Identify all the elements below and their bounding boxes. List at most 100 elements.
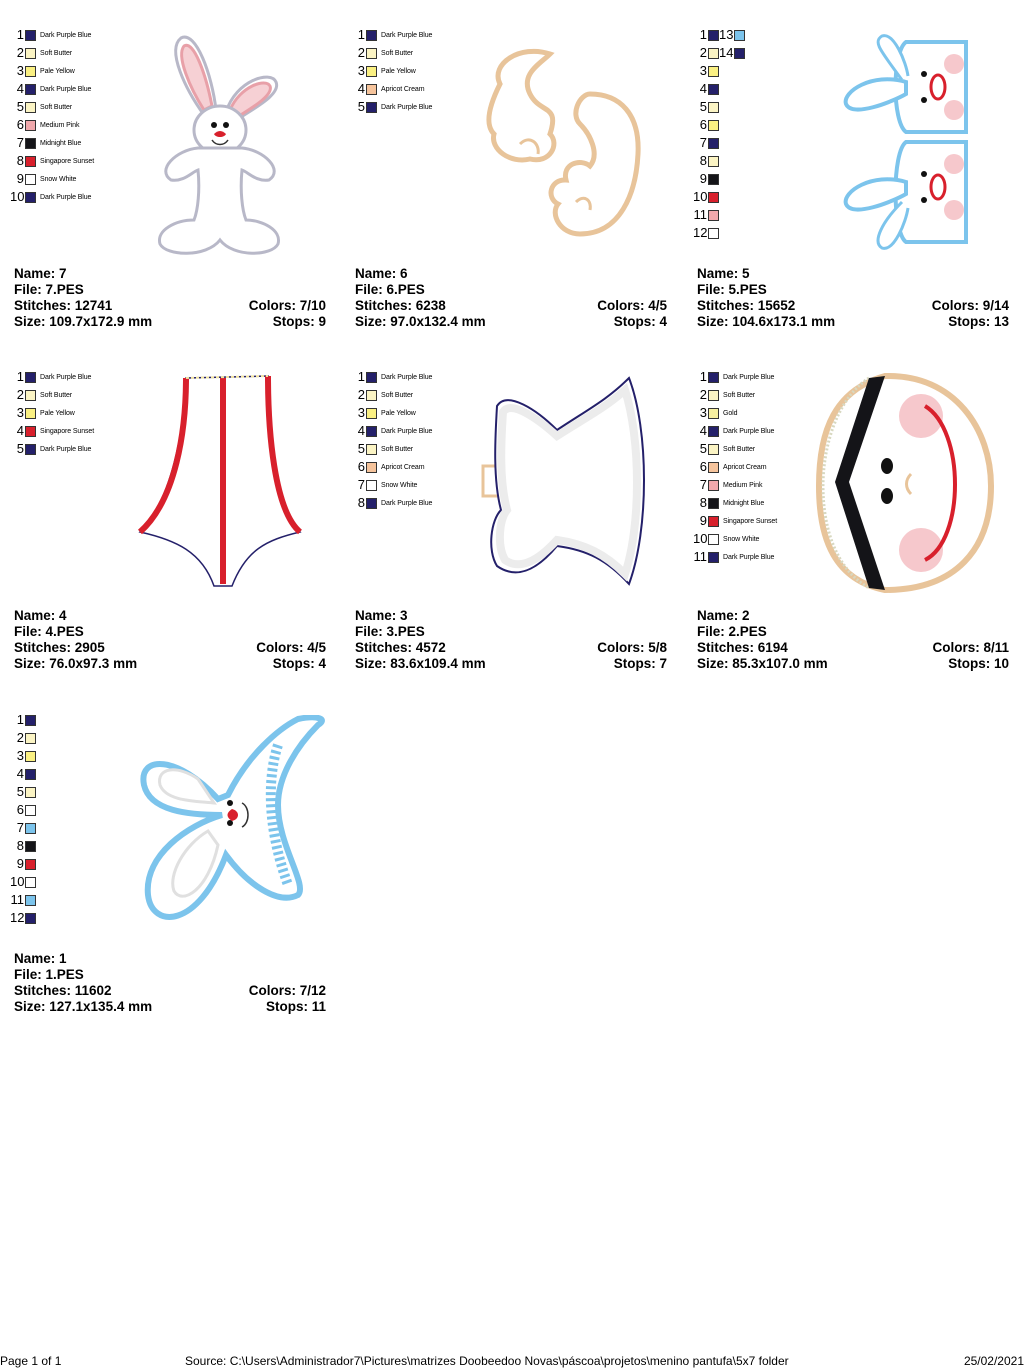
- thread-row: 13: [719, 26, 745, 44]
- thread-number: 5: [357, 99, 365, 114]
- thread-swatch: [25, 443, 36, 455]
- thread-number: 9: [699, 171, 707, 186]
- thread-number: 11: [10, 892, 25, 907]
- thread-swatch: [366, 29, 377, 41]
- thread-swatch: [708, 83, 719, 95]
- page-number: Page 1 of 1: [0, 1354, 62, 1368]
- thread-number: 2: [16, 730, 24, 745]
- design-preview-bunny-slipper: [140, 715, 325, 920]
- thread-swatch: [25, 786, 36, 798]
- design-stops: Stops: 9: [272, 314, 326, 329]
- thread-swatch: [25, 137, 36, 149]
- thread-row: 2 Soft Butter: [351, 386, 432, 404]
- thread-name: Snow White: [381, 481, 418, 489]
- design-name: Name: 3: [355, 608, 408, 623]
- thread-number: 3: [357, 405, 365, 420]
- thread-number: 2: [357, 387, 365, 402]
- design-name: Name: 1: [14, 951, 67, 966]
- thread-swatch: [25, 425, 36, 437]
- thread-swatch: [708, 47, 719, 59]
- thread-swatch: [708, 461, 719, 473]
- design-file: File: 7.PES: [14, 282, 84, 297]
- thread-row: 8: [693, 152, 719, 170]
- thread-row: 8: [10, 837, 36, 855]
- design-colors: Colors: 4/5: [256, 640, 326, 655]
- thread-number: 8: [699, 495, 707, 510]
- thread-row: 3: [10, 747, 36, 765]
- thread-number: 2: [699, 45, 707, 60]
- thread-swatch: [708, 29, 719, 41]
- thread-name: Singapore Sunset: [40, 157, 95, 165]
- thread-number: 5: [699, 441, 707, 456]
- thread-number: 4: [357, 81, 365, 96]
- design-preview-bunny: [158, 35, 280, 255]
- thread-number: 9: [16, 856, 24, 871]
- design-colors: Colors: 7/12: [248, 983, 326, 998]
- thread-name: Soft Butter: [723, 445, 755, 453]
- thread-number: 14: [719, 45, 734, 60]
- thread-swatch: [708, 191, 719, 203]
- thread-number: 5: [357, 441, 365, 456]
- thread-swatch: [708, 209, 719, 221]
- thread-swatch: [366, 497, 377, 509]
- thread-name: Soft Butter: [723, 391, 755, 399]
- design-stops: Stops: 7: [613, 656, 667, 671]
- thread-swatch: [734, 47, 745, 59]
- thread-number: 5: [16, 441, 24, 456]
- thread-number: 2: [699, 387, 707, 402]
- thread-name: Gold: [723, 409, 738, 417]
- thread-row: 7: [693, 134, 719, 152]
- thread-swatch: [366, 425, 377, 437]
- thread-row: 3: [693, 62, 719, 80]
- thread-swatch: [366, 461, 377, 473]
- design-stitches: Stitches: 6238: [355, 298, 446, 313]
- thread-number: 1: [699, 369, 707, 384]
- thread-name: Soft Butter: [381, 391, 413, 399]
- thread-swatch: [25, 750, 36, 762]
- thread-number: 10: [10, 189, 25, 204]
- thread-name: Snow White: [40, 175, 77, 183]
- thread-swatch: [25, 119, 36, 131]
- thread-swatch: [708, 479, 719, 491]
- thread-swatch: [366, 443, 377, 455]
- design-stitches: Stitches: 6194: [697, 640, 788, 655]
- thread-number: 7: [16, 820, 24, 835]
- thread-swatch: [25, 714, 36, 726]
- thread-row: 1: [693, 26, 719, 44]
- thread-swatch: [708, 389, 719, 401]
- thread-row: 2 Soft Butter: [693, 386, 777, 404]
- thread-name: Midnight Blue: [723, 499, 765, 507]
- thread-swatch: [25, 407, 36, 419]
- design-colors: Colors: 7/10: [248, 298, 326, 313]
- thread-number: 3: [357, 63, 365, 78]
- thread-row: 4: [10, 765, 36, 783]
- thread-number: 12: [693, 225, 708, 240]
- design-size: Size: 83.6x109.4 mm: [355, 656, 486, 671]
- thread-row: 12: [693, 224, 719, 242]
- thread-swatch: [366, 83, 377, 95]
- thread-swatch: [25, 822, 36, 834]
- thread-name: Medium Pink: [40, 121, 80, 129]
- thread-number: 11: [693, 207, 708, 222]
- design-colors: Colors: 5/8: [597, 640, 667, 655]
- thread-row: 5 Soft Butter: [693, 440, 777, 458]
- thread-row: 6: [693, 116, 719, 134]
